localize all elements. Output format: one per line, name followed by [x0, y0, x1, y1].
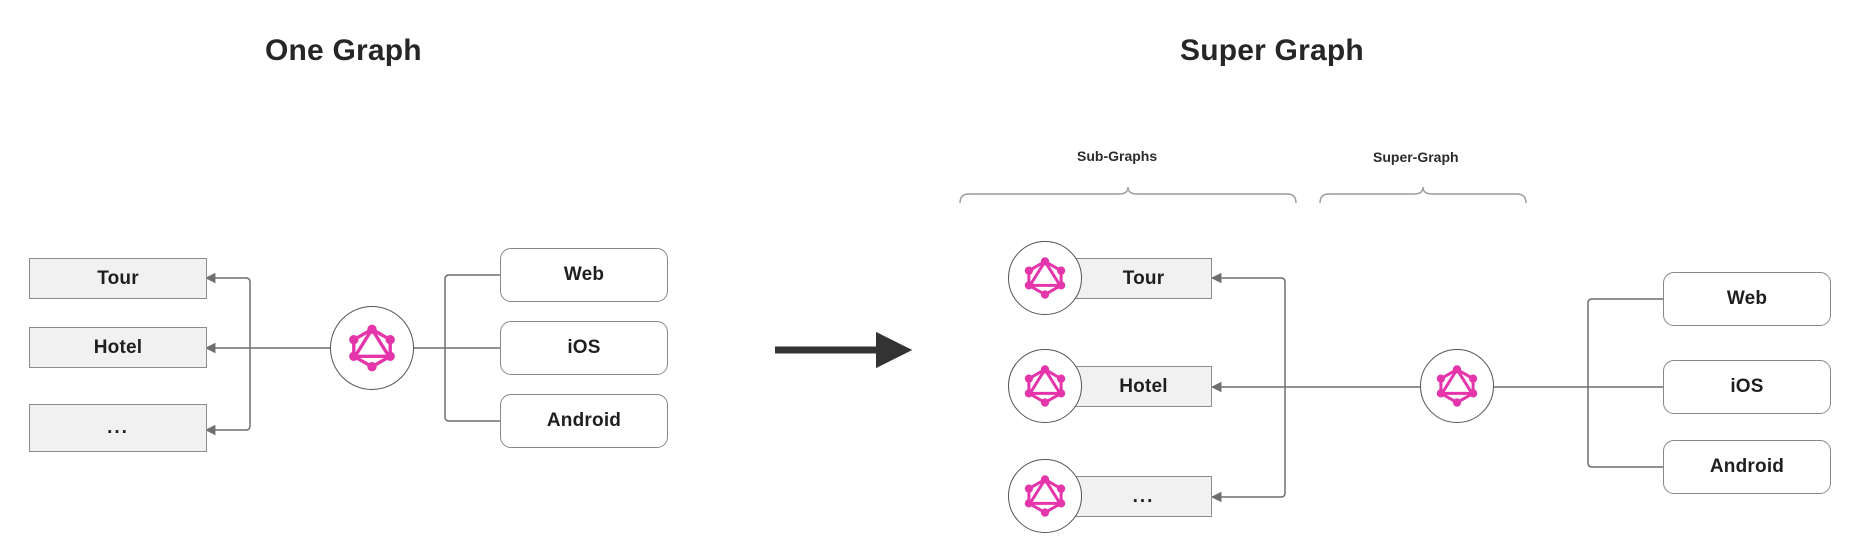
- group-label-supergraph: Super-Graph: [1373, 149, 1459, 165]
- client-box-label: Android: [546, 410, 622, 431]
- right-client-box-android[interactable]: Android: [1663, 440, 1831, 494]
- subgraph-graphql-icon-other[interactable]: [1008, 459, 1082, 533]
- service-box-hotel[interactable]: Hotel: [29, 327, 207, 368]
- subgraph-graphql-icon-hotel[interactable]: [1008, 349, 1082, 423]
- page-title-super-graph: Super Graph: [1180, 34, 1364, 67]
- client-box-android[interactable]: Android: [500, 394, 668, 448]
- subgraph-box-label: Hotel: [1119, 375, 1168, 397]
- graphql-logo-icon: [1024, 365, 1066, 407]
- subgraph-box-tour[interactable]: Tour: [1075, 258, 1212, 299]
- left-service-connectors: [204, 272, 330, 436]
- client-box-label: Android: [1709, 456, 1785, 477]
- client-box-web[interactable]: Web: [500, 248, 668, 302]
- page-title-one-graph: One Graph: [265, 34, 422, 67]
- service-box-label: Hotel: [93, 336, 143, 358]
- subgraph-box-label: ...: [1132, 485, 1155, 507]
- service-box-other[interactable]: ...: [29, 404, 207, 452]
- client-box-label: iOS: [1730, 376, 1764, 397]
- service-box-label: ...: [107, 417, 129, 438]
- graphql-logo-icon: [1024, 475, 1066, 517]
- right-client-box-ios[interactable]: iOS: [1663, 360, 1831, 414]
- group-label-subgraphs: Sub-Graphs: [1077, 148, 1158, 164]
- right-client-box-web[interactable]: Web: [1663, 272, 1831, 326]
- subgraph-box-label: Tour: [1122, 267, 1165, 289]
- gateway-graphql-icon[interactable]: [330, 306, 414, 390]
- subgraph-box-other[interactable]: ...: [1075, 476, 1212, 517]
- subgraphs-brace: [959, 186, 1297, 204]
- graphql-logo-icon: [349, 324, 395, 372]
- client-box-label: Web: [1726, 288, 1768, 309]
- service-box-tour[interactable]: Tour: [29, 258, 207, 299]
- client-box-ios[interactable]: iOS: [500, 321, 668, 375]
- service-box-label: Tour: [97, 267, 139, 289]
- client-box-label: Web: [563, 264, 605, 285]
- graphql-logo-icon: [1436, 365, 1478, 407]
- right-subgraph-connectors: [1210, 272, 1420, 503]
- supergraph-gateway-graphql-icon[interactable]: [1420, 349, 1494, 423]
- right-client-connectors: [1481, 298, 1663, 468]
- supergraph-brace: [1319, 186, 1527, 204]
- client-box-label: iOS: [567, 337, 601, 358]
- subgraph-box-hotel[interactable]: Hotel: [1075, 366, 1212, 407]
- graphql-logo-icon: [1024, 257, 1066, 299]
- subgraph-graphql-icon-tour[interactable]: [1008, 241, 1082, 315]
